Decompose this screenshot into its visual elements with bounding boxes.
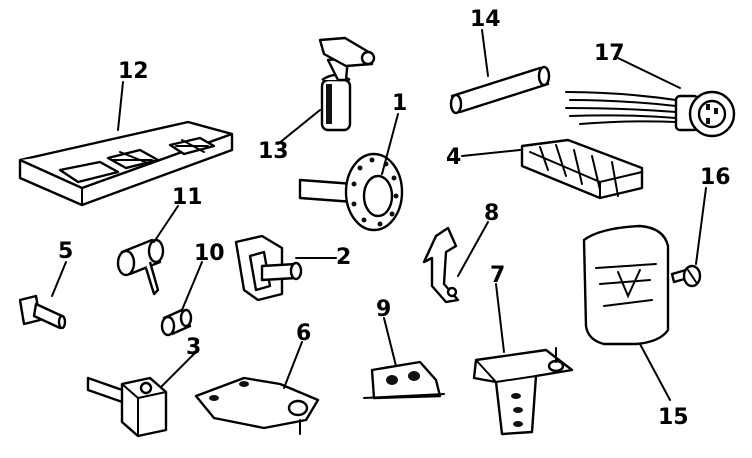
part-17-wire-harness [565, 90, 736, 138]
callout-numbers: 12 13 14 17 1 4 16 11 2 8 5 10 3 6 9 7 1… [58, 7, 731, 430]
part-5-pin [18, 294, 67, 330]
callout-8: 8 [484, 201, 499, 226]
part-7-hinge-bracket [472, 347, 574, 436]
leader-lines [51, 29, 707, 401]
part-8-bent-bracket [422, 226, 460, 304]
part-15-badge-plate [582, 224, 670, 346]
callout-14: 14 [470, 7, 501, 32]
callout-13: 13 [258, 139, 289, 164]
callout-4: 4 [446, 145, 461, 170]
callout-7: 7 [490, 263, 505, 288]
callout-17: 17 [594, 41, 625, 66]
callout-16: 16 [700, 165, 731, 190]
part-13-cylinder-valve [318, 36, 376, 132]
part-6-plate-bracket [194, 376, 320, 435]
callout-11: 11 [172, 185, 203, 210]
callout-6: 6 [296, 321, 311, 346]
callout-5: 5 [58, 239, 73, 264]
callout-2: 2 [336, 245, 351, 270]
callout-10: 10 [194, 241, 225, 266]
part-2-hinge-pin [234, 234, 303, 302]
part-14-rod [449, 65, 551, 115]
part-4-cube-tray [520, 138, 644, 200]
part-11-roller [116, 238, 165, 296]
callout-12: 12 [118, 59, 149, 84]
part-16-screw [670, 264, 702, 288]
part-12-tray [18, 120, 234, 207]
callout-9: 9 [376, 297, 391, 322]
callout-3: 3 [186, 335, 201, 360]
part-10-small-roller [160, 308, 193, 337]
callout-1: 1 [392, 91, 407, 116]
part-9-two-hole-bracket [363, 360, 445, 400]
part-3-block-pin [86, 376, 168, 438]
callout-15: 15 [658, 405, 689, 430]
part-1-shaft-disc [298, 152, 404, 232]
